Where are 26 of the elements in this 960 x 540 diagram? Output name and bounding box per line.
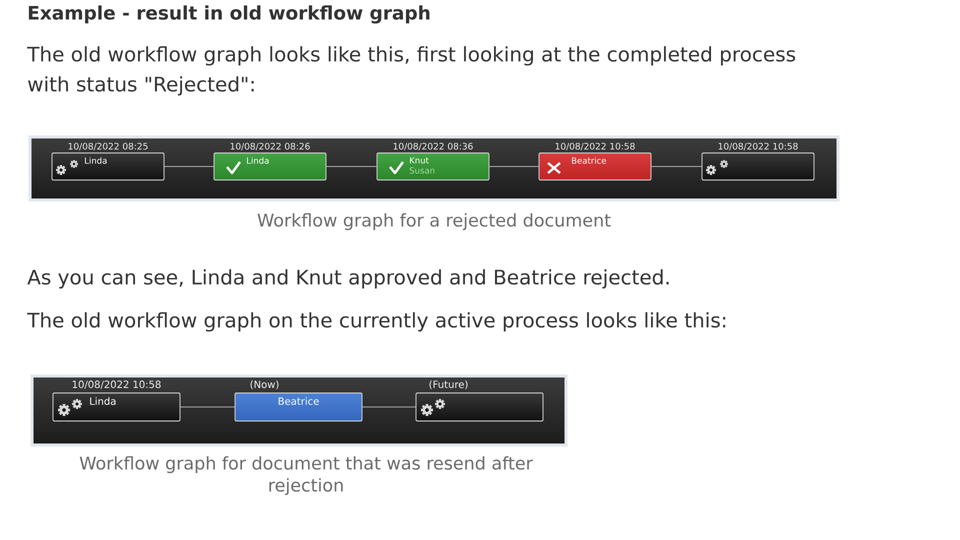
step-box: Knut Susan: [376, 152, 490, 180]
step-box: Linda: [214, 152, 326, 180]
connector-line: [326, 166, 378, 167]
step-label: (Now): [250, 380, 278, 390]
connector-line: [650, 166, 702, 167]
step-label: 10/08/2022 10:58: [718, 142, 798, 150]
step-box: Beatrice: [234, 392, 362, 422]
step-label: 10/08/2022 10:58: [556, 142, 635, 150]
connector-line: [180, 406, 236, 408]
paragraph: The old workflow graph on the currently active process looks like this:: [27, 312, 726, 332]
step-box: Beatrice: [538, 152, 652, 180]
figure-caption: Workflow graph for document that was resend after rejection: [80, 456, 533, 496]
step-box: Linda: [52, 392, 180, 422]
figure-caption: Workflow graph for a rejected document: [258, 213, 611, 230]
connector-line: [362, 406, 416, 408]
step-label: 10/08/2022 08:26: [230, 142, 310, 150]
step-label: 10/08/2022 08:36: [394, 142, 473, 150]
step-box: Linda: [52, 152, 164, 180]
step-label: 10/08/2022 08:25: [68, 142, 148, 150]
heading: Example - result in old workflow graph: [28, 5, 430, 24]
connector-line: [488, 166, 540, 167]
connector-line: [164, 166, 214, 167]
paragraph: As you can see, Linda and Knut approved and Beatrice rejected.: [27, 269, 669, 289]
paragraph: The old workflow graph looks like this, first looking at the completed process with status "Rejected":: [27, 46, 796, 96]
step-label: (Future): [430, 380, 468, 390]
step-label: 10/08/2022 10:58: [72, 380, 161, 389]
